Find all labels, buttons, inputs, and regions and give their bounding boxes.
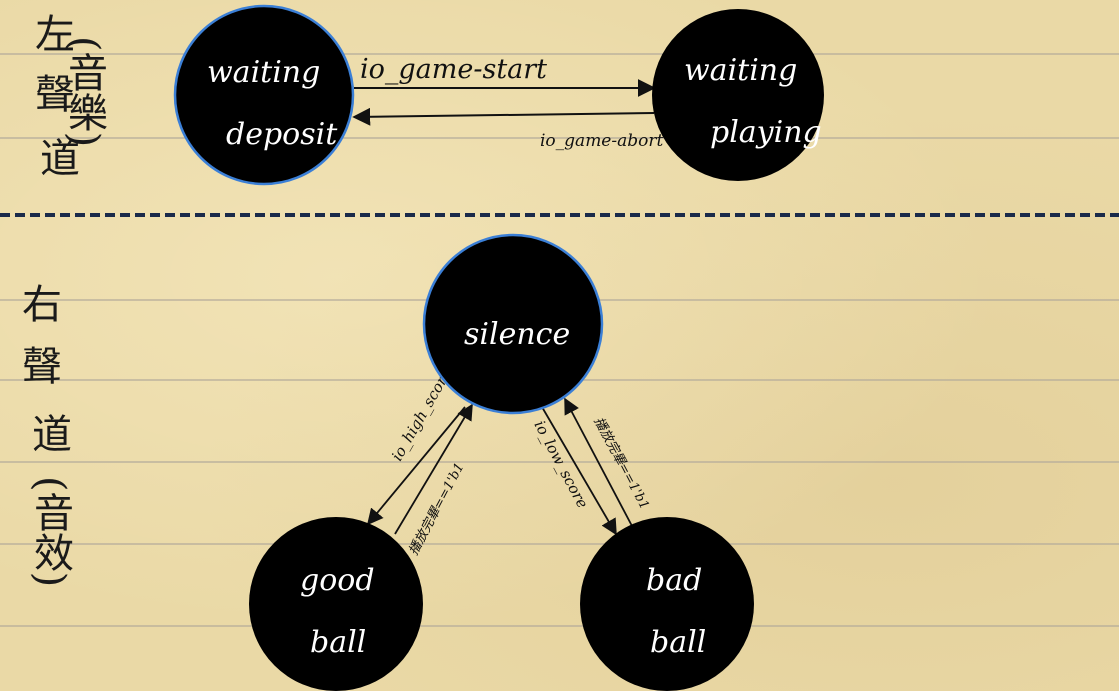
state-bad-ball: bad ball <box>580 517 754 691</box>
waiting-deposit-line-2: deposit <box>226 117 338 152</box>
good-ball-line-2: ball <box>310 625 366 660</box>
right-channel-label: 右 聲 道 (音效) <box>22 282 73 587</box>
bad-ball-line-2: ball <box>650 625 706 660</box>
high-score-arrow <box>366 406 466 526</box>
left-channel-label: 左 聲 道 (音樂) <box>35 12 107 182</box>
state-waiting-deposit: waiting deposit <box>173 4 355 186</box>
good-ball-line-1: good <box>300 563 375 598</box>
game-abort-label: io_game-abort <box>540 131 663 151</box>
silence-label: silence <box>464 317 570 352</box>
left-label-music: (音樂) <box>61 36 107 147</box>
good-ball-node <box>249 517 423 691</box>
right-label-char-2: 聲 <box>22 344 62 390</box>
left-label-char-2: 聲 <box>35 72 75 118</box>
waiting-deposit-line-1: waiting <box>207 55 320 90</box>
game-abort-arrow <box>352 107 655 126</box>
transition-game-start: io_game-start <box>354 54 656 97</box>
waiting-playing-line-1: waiting <box>684 53 797 88</box>
right-label-sfx: (音效) <box>27 476 73 587</box>
low-score-arrow <box>541 406 617 536</box>
good-ball-return-arrow <box>394 403 473 535</box>
state-silence: silence <box>422 233 604 415</box>
waiting-deposit-node <box>173 4 355 186</box>
right-label-char-1: 右 <box>22 282 62 328</box>
waiting-playing-line-2: playing <box>710 115 822 150</box>
good-ball-return-label: 播放完畢==1'b1 <box>405 460 467 558</box>
left-label-char-3: 道 <box>40 136 80 182</box>
transition-game-abort: io_game-abort <box>352 107 663 151</box>
game-start-label: io_game-start <box>360 54 547 85</box>
waiting-playing-node <box>652 9 824 181</box>
right-label-char-3: 道 <box>32 412 72 458</box>
state-good-ball: good ball <box>249 517 423 691</box>
silence-node <box>422 233 604 415</box>
left-label-char-1: 左 <box>35 12 75 58</box>
state-waiting-playing: waiting playing <box>652 9 824 181</box>
bad-ball-line-1: bad <box>646 563 702 598</box>
bad-ball-node <box>580 517 754 691</box>
bad-ball-return-arrow <box>564 397 633 527</box>
